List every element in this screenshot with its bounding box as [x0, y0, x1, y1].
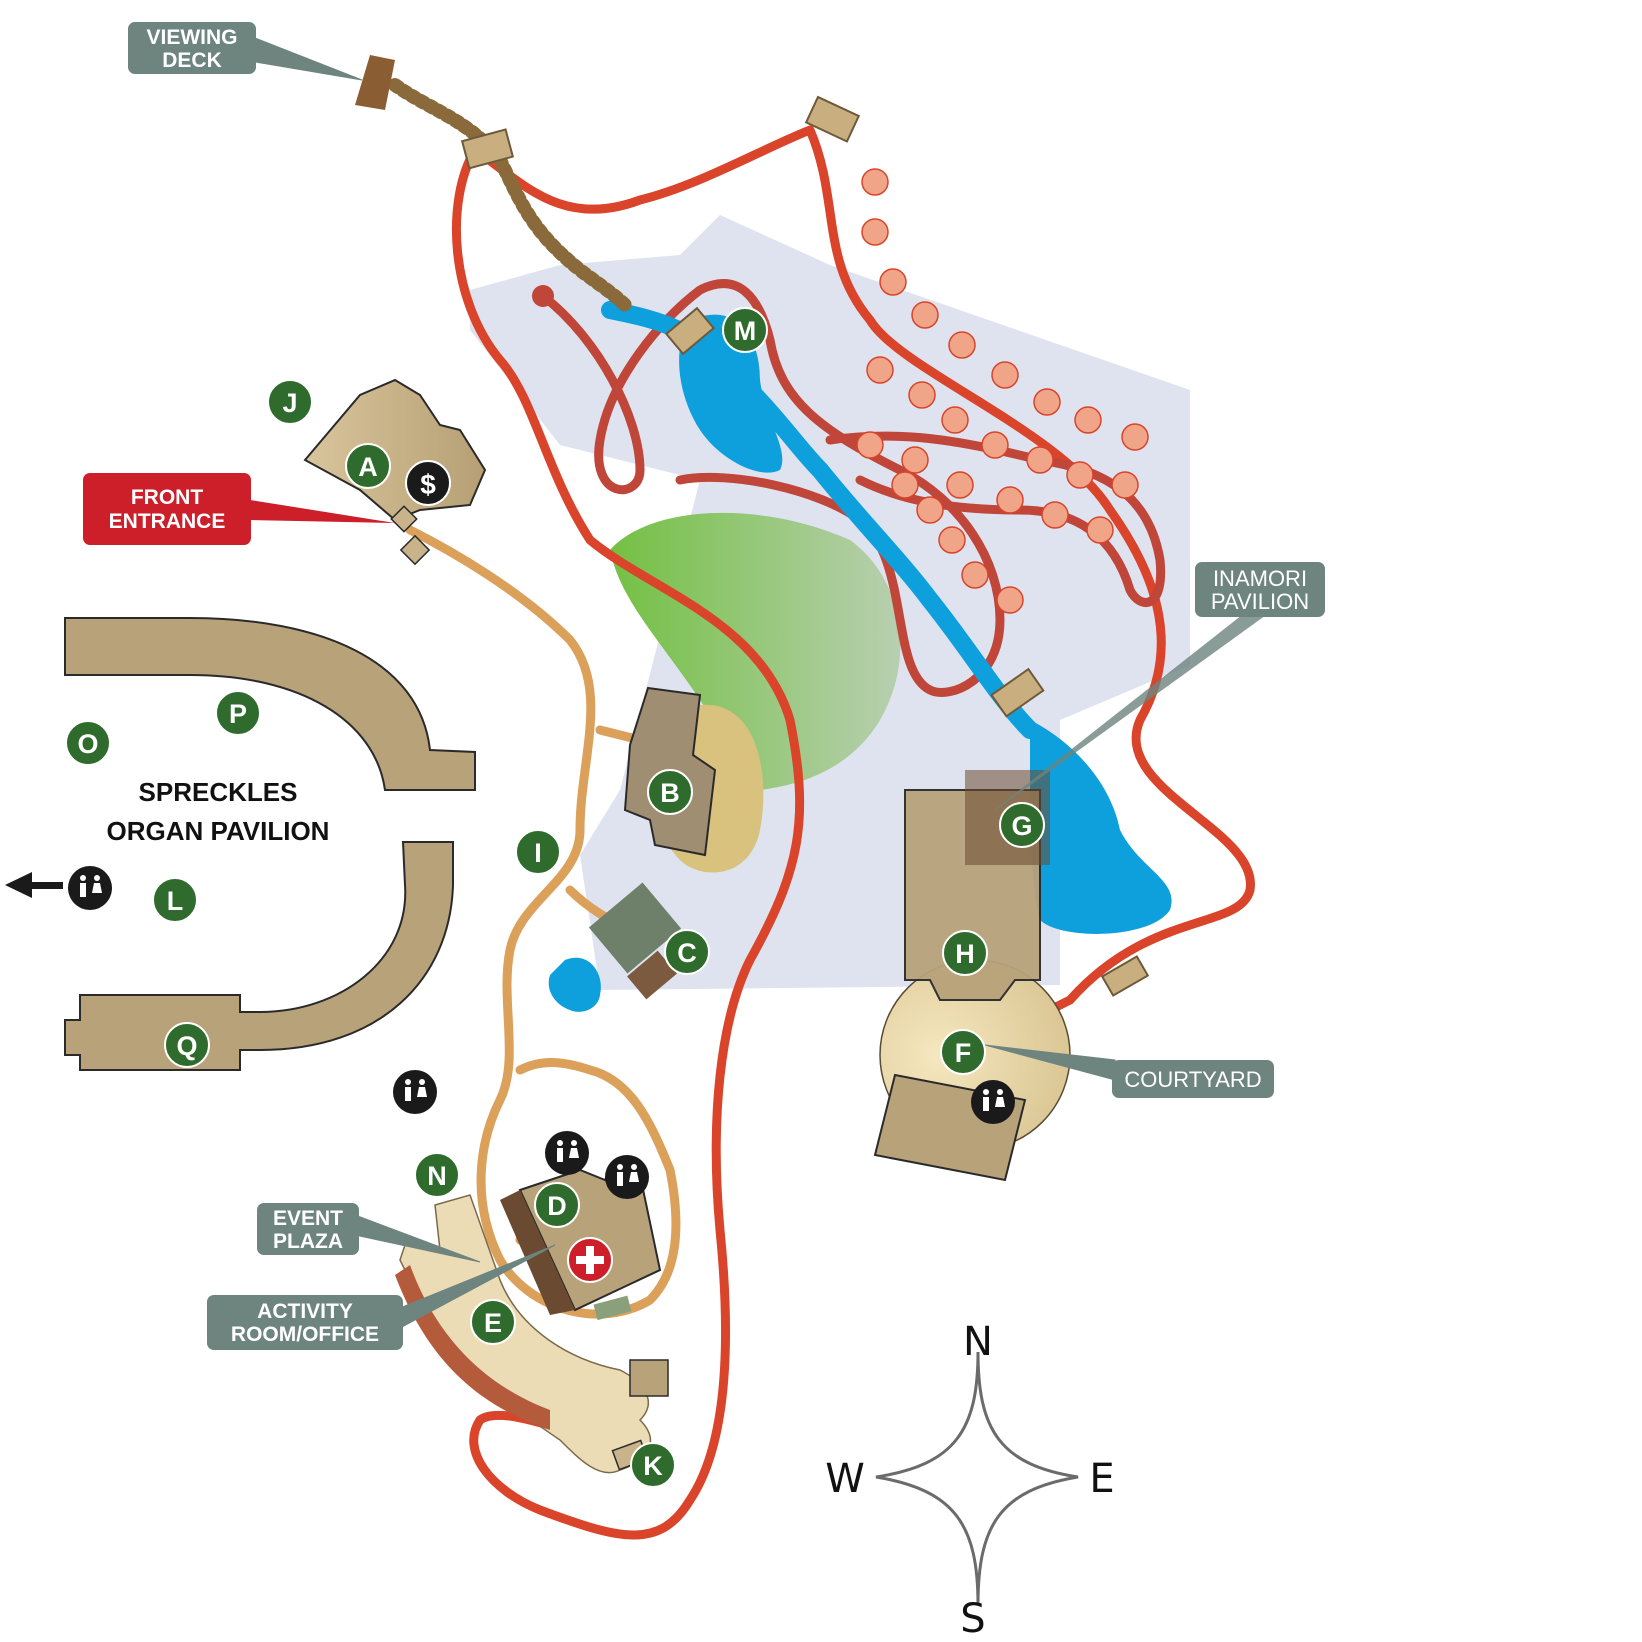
svg-text:DECK: DECK: [162, 49, 222, 72]
marker-l[interactable]: L: [152, 877, 198, 923]
front-entrance-pointer: [250, 500, 395, 523]
bridge-north: [804, 95, 861, 143]
location-markers: A B C D E F G H I J K L M N O P Q: [65, 307, 1045, 1488]
upper-pond: [679, 314, 783, 473]
marker-o[interactable]: O: [65, 720, 111, 766]
building-a: [303, 378, 487, 522]
compass-south: S: [960, 1596, 985, 1642]
building-c-annex: [627, 950, 677, 1000]
rocky-path: [388, 78, 632, 312]
building-d-step: [593, 1295, 632, 1321]
callout-activity-room: ACTIVITY ROOM/OFFICE: [207, 1295, 403, 1350]
compass-east: E: [1089, 1456, 1114, 1502]
outer-trail: [452, 125, 1255, 1540]
svg-text:ACTIVITY: ACTIVITY: [257, 1300, 353, 1323]
first-aid-icon: [567, 1237, 613, 1283]
entrance-kiosk: [399, 534, 431, 566]
svg-text:G: G: [1011, 811, 1032, 841]
compass-rose: N S E W: [825, 1319, 1114, 1642]
viewing-deck-structure: [355, 55, 395, 110]
svg-text:O: O: [77, 729, 98, 759]
svg-text:COURTYARD: COURTYARD: [1124, 1067, 1261, 1092]
callout-lines: [254, 37, 1301, 1329]
flowering-shrubs: [856, 168, 1149, 614]
inner-trail-west: [538, 279, 1005, 697]
svg-text:I: I: [534, 838, 542, 868]
svg-text:D: D: [547, 1191, 567, 1221]
svg-text:N: N: [427, 1161, 447, 1191]
svg-text:P: P: [229, 699, 247, 729]
spreckles-organ-pavilion-label: SPRECKLES ORGAN PAVILION: [107, 777, 330, 846]
small-pond: [548, 957, 601, 1012]
svg-text:L: L: [167, 886, 184, 916]
svg-text:E: E: [484, 1308, 502, 1338]
west-exit-arrow: [5, 872, 63, 898]
marker-a[interactable]: A: [345, 443, 391, 489]
activity-room-wall: [395, 1265, 550, 1430]
marker-f[interactable]: F: [940, 1029, 986, 1075]
svg-text:ORGAN PAVILION: ORGAN PAVILION: [107, 816, 330, 846]
callout-courtyard: COURTYARD: [1112, 1060, 1274, 1098]
marker-j[interactable]: J: [267, 379, 313, 425]
marker-h[interactable]: H: [942, 930, 988, 976]
svg-text:FRONT: FRONT: [131, 486, 203, 509]
callout-inamori-pavilion: INAMORI PAVILION: [1195, 562, 1325, 617]
svg-text:EVENT: EVENT: [273, 1207, 343, 1230]
svg-text:VIEWING: VIEWING: [146, 26, 237, 49]
svg-text:H: H: [955, 939, 975, 969]
callout-front-entrance: FRONT ENTRANCE: [83, 473, 251, 545]
marker-n[interactable]: N: [414, 1152, 460, 1198]
svg-text:M: M: [734, 316, 757, 346]
callout-viewing-deck: VIEWING DECK: [128, 22, 256, 74]
svg-text:K: K: [643, 1451, 663, 1481]
marker-c[interactable]: C: [664, 929, 710, 975]
organ-pavilion-arc-north: [64, 617, 476, 791]
marker-k[interactable]: K: [630, 1442, 676, 1488]
svg-text:B: B: [660, 778, 680, 808]
marker-m[interactable]: M: [722, 307, 768, 353]
compass-west: W: [825, 1456, 865, 1502]
svg-text:INAMORI: INAMORI: [1213, 566, 1307, 591]
restroom-icon: [68, 866, 1015, 1199]
svg-text:SPRECKLES: SPRECKLES: [139, 777, 298, 807]
svg-text:PLAZA: PLAZA: [273, 1230, 343, 1253]
ticket-booth: [390, 505, 418, 533]
ticket-icon: $: [405, 460, 451, 506]
lower-pond: [1030, 720, 1172, 934]
building-c: [588, 882, 682, 974]
marker-d[interactable]: D: [534, 1182, 580, 1228]
bridge-middle: [664, 306, 716, 356]
bridge-south: [990, 667, 1045, 718]
svg-text:PAVILION: PAVILION: [1211, 589, 1309, 614]
marker-i[interactable]: I: [515, 829, 561, 875]
svg-text:ROOM/OFFICE: ROOM/OFFICE: [231, 1323, 379, 1346]
marker-g[interactable]: G: [999, 802, 1045, 848]
svg-text:F: F: [955, 1038, 972, 1068]
bridge-deck-top: [460, 128, 515, 170]
trail-end-marker: [532, 285, 554, 307]
marker-q[interactable]: Q: [164, 1022, 210, 1068]
compass-north: N: [963, 1319, 993, 1365]
svg-text:J: J: [282, 388, 297, 418]
callout-event-plaza: EVENT PLAZA: [257, 1203, 359, 1255]
bridge-east: [1100, 955, 1150, 997]
marker-b[interactable]: B: [647, 769, 693, 815]
restroom-figures: [80, 875, 1005, 1186]
organ-pavilion-arc-south: [64, 841, 454, 1071]
marker-p[interactable]: P: [215, 690, 261, 736]
svg-text:A: A: [358, 452, 378, 482]
marker-e[interactable]: E: [470, 1299, 516, 1345]
svg-text:$: $: [420, 469, 436, 500]
main-walkway: [405, 525, 681, 1319]
svg-text:Q: Q: [176, 1031, 197, 1061]
svg-text:ENTRANCE: ENTRANCE: [109, 510, 226, 533]
svg-text:C: C: [677, 938, 697, 968]
building-east-plaza: [629, 1359, 669, 1397]
